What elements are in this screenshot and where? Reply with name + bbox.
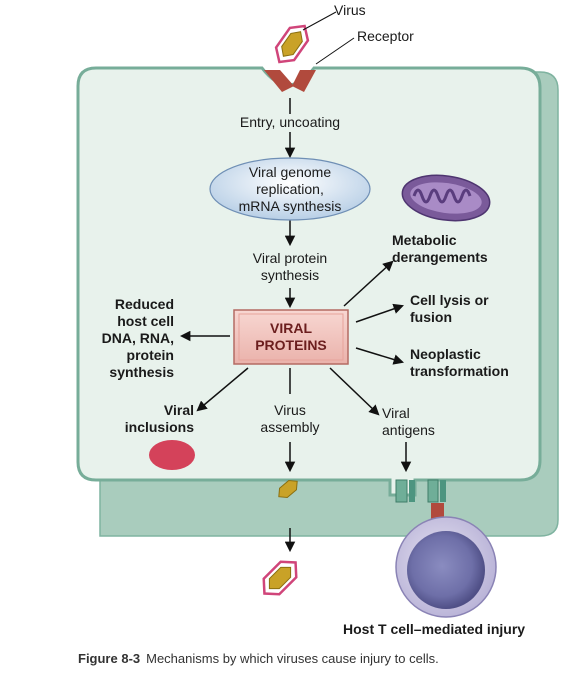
mitochondrion-icon: [401, 174, 491, 222]
mhc-antigen-molecules: [395, 479, 446, 503]
virus-icon: [274, 24, 310, 64]
arrow-neoplastic: [355, 347, 405, 365]
t-cell-nucleus: [407, 531, 485, 609]
lysis-label: Cell lysis or fusion: [410, 292, 489, 325]
viral-proteins-box: [233, 309, 349, 365]
arrow-lysis: [355, 303, 404, 323]
protein-synthesis-label: Viral protein synthesis: [252, 250, 328, 283]
inclusions-label: Viral inclusions: [124, 402, 194, 435]
assembly-label: Virus assembly: [260, 402, 320, 435]
viral-proteins-box-inner: [238, 313, 344, 361]
receptor-right: [292, 70, 316, 92]
metabolic-label: Metabolic derangements: [392, 232, 488, 265]
released-virus-icon: [262, 560, 298, 596]
reduced-synthesis-label: Reduced host cell DNA, RNA, protein synt…: [101, 296, 174, 380]
virus-label: Virus: [334, 2, 366, 18]
virus-leader: [302, 11, 337, 31]
entry-label: Entry, uncoating: [239, 114, 341, 130]
receptor-left: [264, 70, 294, 92]
figure-caption: Figure 8-3 Mechanisms by which viruses ca…: [78, 651, 439, 666]
genome-label: Viral genome replication, mRNA synthesis: [238, 164, 342, 214]
viral-proteins-label: VIRAL PROTEINS: [255, 320, 327, 353]
receptor-label: Receptor: [357, 28, 414, 44]
neoplastic-label: Neoplastic transformation: [410, 346, 509, 379]
tcell-injury-label: Host T cell–mediated injury: [343, 621, 526, 637]
arrow-inclusions: [196, 367, 249, 412]
antigens-label: Viral antigens: [382, 405, 435, 438]
receptor-leader: [315, 37, 355, 65]
genome-replication-ellipse: [209, 157, 371, 221]
arrow-metabolic: [343, 260, 394, 307]
caption-text: Mechanisms by which viruses cause injury…: [146, 651, 439, 666]
assembled-virus-icon: [278, 480, 298, 498]
figure-number: Figure 8-3: [78, 651, 141, 666]
viral-inclusion-blob: [149, 440, 195, 470]
arrow-antigens: [329, 367, 380, 416]
